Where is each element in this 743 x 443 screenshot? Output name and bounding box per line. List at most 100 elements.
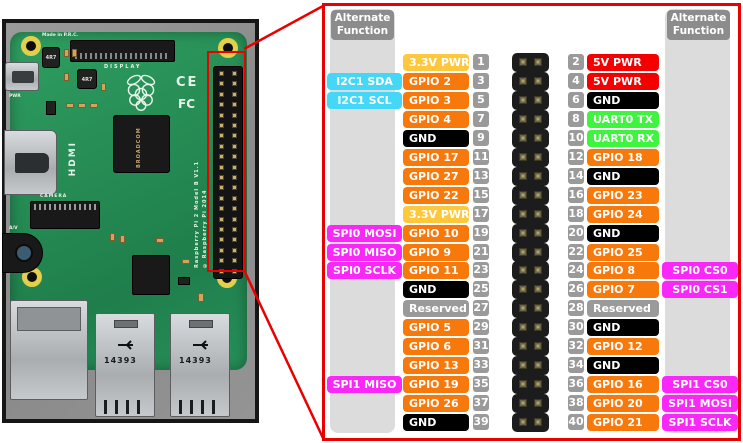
gpio-pin-icon: [232, 237, 237, 243]
pin-number-left: 17: [473, 206, 489, 222]
pin-number-right: 12: [568, 149, 584, 165]
gpio-pin-icon: [232, 123, 237, 128]
gpio-pin-icon: [219, 123, 224, 128]
pin-label-left: GPIO 17: [403, 149, 469, 166]
pin-number-left: 7: [473, 111, 489, 127]
usb-serial: 14393: [179, 356, 212, 365]
gpio-pin-icon: [232, 143, 237, 149]
gpio-pin-icon: [219, 195, 224, 201]
alt-function-column-right: [665, 9, 730, 433]
pin-label-left: GPIO 22: [403, 187, 469, 204]
header-segment: [512, 129, 549, 148]
gpio-header-photo: [213, 66, 243, 279]
header-pin-icon: [519, 115, 527, 123]
pin-number-left: 27: [473, 300, 489, 316]
broadcom-chip: BROADCOM: [113, 115, 170, 173]
gpio-pin-icon: [219, 81, 224, 87]
mount-hole-icon: [218, 38, 238, 58]
pin-number-left: 19: [473, 225, 489, 241]
pin-label-left: GPIO 10: [403, 225, 469, 242]
gpio-pin-icon: [219, 112, 224, 118]
pin-label-right: GND: [587, 225, 659, 242]
gpio-pin-icon: [219, 185, 224, 191]
header-segment: [512, 91, 549, 110]
pin-number-left: 31: [473, 338, 489, 354]
header-segment: [512, 394, 549, 413]
header-segment: [512, 148, 549, 167]
pin-label-left: GPIO 3: [403, 92, 469, 109]
header-pin-icon: [519, 399, 527, 407]
header-pin-icon: [519, 134, 527, 142]
pin-number-right: 26: [568, 281, 584, 297]
pin-number-right: 16: [568, 187, 584, 203]
header-segment: [512, 356, 549, 375]
header-pin-icon: [519, 323, 527, 331]
pin-number-right: 18: [568, 206, 584, 222]
header-pin-icon: [519, 248, 527, 256]
raspberry-pi-photo: Made in P.R.C. PWR 4R7 4R7 DISPLAY CE FC: [2, 19, 259, 423]
gpio-pin-icon: [232, 154, 237, 160]
header-pin-icon: [534, 191, 542, 199]
pin-label-right: GPIO 12: [587, 338, 659, 355]
pin-number-right: 36: [568, 376, 584, 392]
alt-label-right: SPI1 CS0: [662, 376, 738, 393]
alt-label-left: I2C1 SCL: [327, 92, 402, 109]
header-pin-icon: [534, 96, 542, 104]
pin-number-left: 5: [473, 92, 489, 108]
header-pin-icon: [534, 210, 542, 218]
header-pin-icon: [519, 210, 527, 218]
alt-label-left: SPI0 MOSI: [327, 225, 402, 242]
alt-label-left: I2C1 SDA: [327, 73, 402, 90]
header-pin-icon: [519, 191, 527, 199]
board-name-text: Raspberry Pi 2 Model B V1.1: [194, 160, 200, 268]
pin-label-right: UART0 TX: [587, 111, 659, 128]
gpio-pin-icon: [219, 102, 224, 108]
gpio-pin-icon: [232, 216, 237, 222]
pin-number-right: 10: [568, 130, 584, 146]
header-segment: [512, 261, 549, 280]
usb-port: 14393: [170, 313, 230, 417]
gpio-pin-icon: [219, 71, 224, 76]
pin-label-left: GPIO 5: [403, 319, 469, 336]
pin-label-left: 3.3V PWR: [403, 54, 469, 71]
pin-label-left: GPIO 27: [403, 168, 469, 185]
usb-port: 14393: [95, 313, 155, 417]
pin-label-right: GPIO 23: [587, 187, 659, 204]
pin-label-right: 5V PWR: [587, 54, 659, 71]
pin-label-left: GPIO 11: [403, 262, 469, 279]
header-pin-icon: [534, 418, 542, 426]
header-pin-icon: [519, 285, 527, 293]
pin-label-left: GPIO 4: [403, 111, 469, 128]
pin-label-right: Reserved: [587, 300, 659, 317]
header-pin-icon: [534, 399, 542, 407]
header-pin-icon: [519, 77, 527, 85]
header-segment: [512, 110, 549, 129]
pin-label-left: GND: [403, 281, 469, 298]
ce-mark: CE: [176, 75, 199, 90]
gpio-pin-icon: [219, 247, 224, 253]
header-pin-icon: [519, 361, 527, 369]
header-pin-icon: [534, 172, 542, 180]
pin-label-left: Reserved: [403, 300, 469, 317]
pin-label-right: GND: [587, 168, 659, 185]
display-connector: [70, 40, 175, 62]
header-segment: [512, 243, 549, 262]
av-jack: [2, 233, 43, 273]
pin-label-left: GPIO 9: [403, 244, 469, 261]
header-pin-icon: [519, 342, 527, 350]
pin-label-left: GPIO 13: [403, 357, 469, 374]
pin-number-right: 40: [568, 414, 584, 430]
pin-number-right: 14: [568, 168, 584, 184]
header-pin-icon: [534, 115, 542, 123]
alt-label-right: SPI0 CS0: [662, 262, 738, 279]
pin-number-left: 21: [473, 244, 489, 260]
pin-label-left: GPIO 2: [403, 73, 469, 90]
pin-label-right: GND: [587, 92, 659, 109]
gpio-pin-icon: [232, 258, 237, 264]
gpio-pin-icon: [232, 206, 237, 212]
pin-label-right: GPIO 24: [587, 206, 659, 223]
pin-number-right: 24: [568, 262, 584, 278]
header-pin-icon: [534, 134, 542, 142]
